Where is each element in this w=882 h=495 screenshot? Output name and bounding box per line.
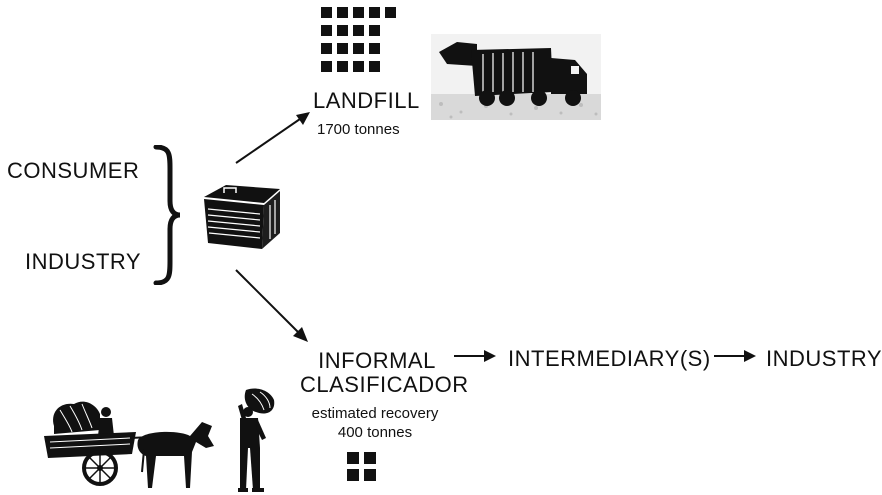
intermediary-label: INTERMEDIARY(S) xyxy=(508,346,711,371)
brace-icon xyxy=(153,145,181,285)
tonnage-grid-icon-large xyxy=(321,7,396,72)
recovery-amount: 400 tonnes xyxy=(337,424,413,441)
arrow-icon xyxy=(454,350,496,362)
arrow-to-landfill xyxy=(235,112,310,164)
arrow-icon xyxy=(714,350,756,362)
landfill-amount: 1700 tonnes xyxy=(317,121,400,138)
industry-destination-label: INDUSTRY xyxy=(766,346,882,371)
horse-cart-icon xyxy=(44,401,214,488)
arrow-to-informal xyxy=(235,269,308,342)
landfill-title: LANDFILL xyxy=(313,88,420,113)
informal-title: INFORMAL xyxy=(318,348,436,373)
industry-source-label: INDUSTRY xyxy=(25,249,142,274)
garbage-truck-icon xyxy=(431,34,601,120)
waste-bin-icon xyxy=(204,185,280,249)
tonnage-grid-icon-small xyxy=(347,452,376,481)
waste-picker-icon xyxy=(238,388,275,492)
clasificador-title: CLASIFICADOR xyxy=(300,372,469,397)
recovery-label: estimated recovery xyxy=(311,405,439,422)
consumer-label: CONSUMER xyxy=(7,158,140,183)
